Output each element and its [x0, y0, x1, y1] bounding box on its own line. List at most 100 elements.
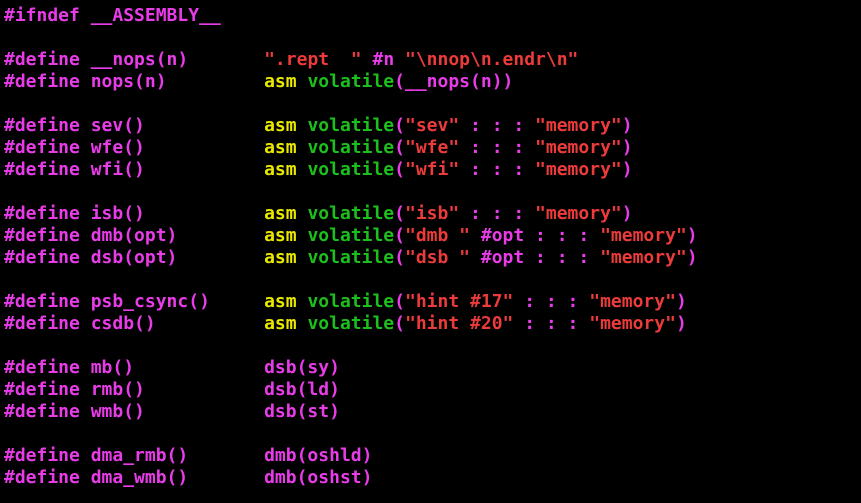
code-token-macro: #opt : : : — [470, 225, 601, 246]
code-line — [4, 269, 861, 291]
code-token-macro — [297, 203, 308, 224]
code-token-macro — [297, 291, 308, 312]
code-token-macro: #ifndef __ASSEMBLY__ — [4, 5, 221, 26]
code-token-macro: #define wmb() dsb(st) — [4, 401, 340, 422]
code-token-macro: #define dma_wmb() dmb(oshst) — [4, 467, 373, 488]
code-token-macro: : : : — [459, 115, 536, 136]
code-line: #define dsb(opt) asm volatile("dsb " #op… — [4, 247, 861, 269]
code-token-macro: : : : — [459, 137, 536, 158]
code-token-macro — [297, 313, 308, 334]
code-token-macro: #define dma_rmb() dmb(oshld) — [4, 445, 373, 466]
code-token-macro — [297, 137, 308, 158]
code-line — [4, 93, 861, 115]
code-token-string: "memory" — [589, 313, 676, 334]
code-token-macro: ) — [621, 115, 633, 136]
code-token-string: "memory" — [589, 291, 676, 312]
code-token-type: volatile — [307, 291, 395, 312]
code-line: #define dma_wmb() dmb(oshst) — [4, 467, 861, 489]
code-token-string: "memory" — [535, 115, 622, 136]
code-token-macro: ( — [394, 247, 405, 268]
code-token-macro: ( — [394, 137, 405, 158]
code-token-type: volatile — [307, 247, 395, 268]
code-token-macro: : : : — [459, 159, 536, 180]
code-token-macro: #define sev() — [4, 115, 265, 136]
code-line: #define rmb() dsb(ld) — [4, 379, 861, 401]
code-line: #define wfi() asm volatile("wfi" : : : "… — [4, 159, 861, 181]
code-token-kw: asm — [264, 115, 297, 136]
code-token-macro: #define __nops(n) — [4, 49, 265, 70]
code-token-string: "memory" — [535, 159, 622, 180]
code-token-macro: #define nops(n) — [4, 71, 265, 92]
code-token-kw: asm — [264, 313, 297, 334]
code-token-type: volatile — [307, 225, 395, 246]
code-token-type: volatile — [307, 159, 395, 180]
code-token-kw: asm — [264, 203, 297, 224]
code-token-macro: ( — [394, 291, 405, 312]
code-line: #define wfe() asm volatile("wfe" : : : "… — [4, 137, 861, 159]
code-token-macro: ( — [394, 159, 405, 180]
code-token-macro: #define mb() dsb(sy) — [4, 357, 340, 378]
code-token-kw: asm — [264, 137, 297, 158]
code-token-macro: #n — [361, 49, 405, 70]
code-line: #define dmb(opt) asm volatile("dmb " #op… — [4, 225, 861, 247]
code-line — [4, 335, 861, 357]
code-token-macro: ) — [675, 313, 687, 334]
code-line: #define mb() dsb(sy) — [4, 357, 861, 379]
code-token-macro — [297, 71, 308, 92]
code-token-string: "hint #20" — [405, 313, 514, 334]
code-line: #define wmb() dsb(st) — [4, 401, 861, 423]
code-token-type: volatile — [307, 115, 395, 136]
code-token-type: volatile — [307, 71, 395, 92]
code-token-macro: ) — [621, 159, 633, 180]
code-line: #define csdb() asm volatile("hint #20" :… — [4, 313, 861, 335]
code-token-kw: asm — [264, 225, 297, 246]
code-token-type: volatile — [307, 137, 395, 158]
code-line: #define isb() asm volatile("isb" : : : "… — [4, 203, 861, 225]
code-token-macro: ) — [686, 225, 698, 246]
code-token-macro: #define dmb(opt) — [4, 225, 265, 246]
code-line: #ifndef __ASSEMBLY__ — [4, 5, 861, 27]
code-token-macro — [297, 225, 308, 246]
code-token-macro: #opt : : : — [470, 247, 601, 268]
code-line: #define nops(n) asm volatile(__nops(n)) — [4, 71, 861, 93]
code-token-macro: ) — [686, 247, 698, 268]
code-line — [4, 423, 861, 445]
code-token-macro: : : : — [513, 313, 590, 334]
code-token-macro: ) — [621, 203, 633, 224]
code-line: #define sev() asm volatile("sev" : : : "… — [4, 115, 861, 137]
code-token-kw: asm — [264, 159, 297, 180]
code-token-macro — [297, 115, 308, 136]
code-token-type: volatile — [307, 313, 395, 334]
code-token-string: "memory" — [600, 247, 687, 268]
code-token-macro: #define csdb() — [4, 313, 265, 334]
code-token-string: ".rept " — [264, 49, 362, 70]
code-token-string: "memory" — [535, 203, 622, 224]
code-token-macro: ( — [394, 115, 405, 136]
code-token-string: "sev" — [405, 115, 460, 136]
code-token-string: "hint #17" — [405, 291, 514, 312]
code-token-macro — [297, 159, 308, 180]
code-line — [4, 27, 861, 49]
code-token-type: volatile — [307, 203, 395, 224]
code-token-macro: #define rmb() dsb(ld) — [4, 379, 340, 400]
code-line — [4, 181, 861, 203]
code-token-macro: ) — [621, 137, 633, 158]
code-token-kw: asm — [264, 291, 297, 312]
code-line: #define dma_rmb() dmb(oshld) — [4, 445, 861, 467]
code-token-string: "\nnop\n.endr\n" — [405, 49, 579, 70]
code-token-macro: ) — [675, 291, 687, 312]
code-token-macro: #define wfi() — [4, 159, 265, 180]
code-token-string: "dsb " — [405, 247, 471, 268]
code-token-macro: ( — [394, 313, 405, 334]
code-token-kw: asm — [264, 71, 297, 92]
code-token-macro: #define dsb(opt) — [4, 247, 265, 268]
code-token-string: "wfi" — [405, 159, 460, 180]
code-line: #define psb_csync() asm volatile("hint #… — [4, 291, 861, 313]
code-token-macro: : : : — [513, 291, 590, 312]
code-token-string: "memory" — [600, 225, 687, 246]
code-token-macro: ( — [394, 203, 405, 224]
code-token-macro — [297, 247, 308, 268]
code-token-macro: #define wfe() — [4, 137, 265, 158]
code-token-string: "wfe" — [405, 137, 460, 158]
